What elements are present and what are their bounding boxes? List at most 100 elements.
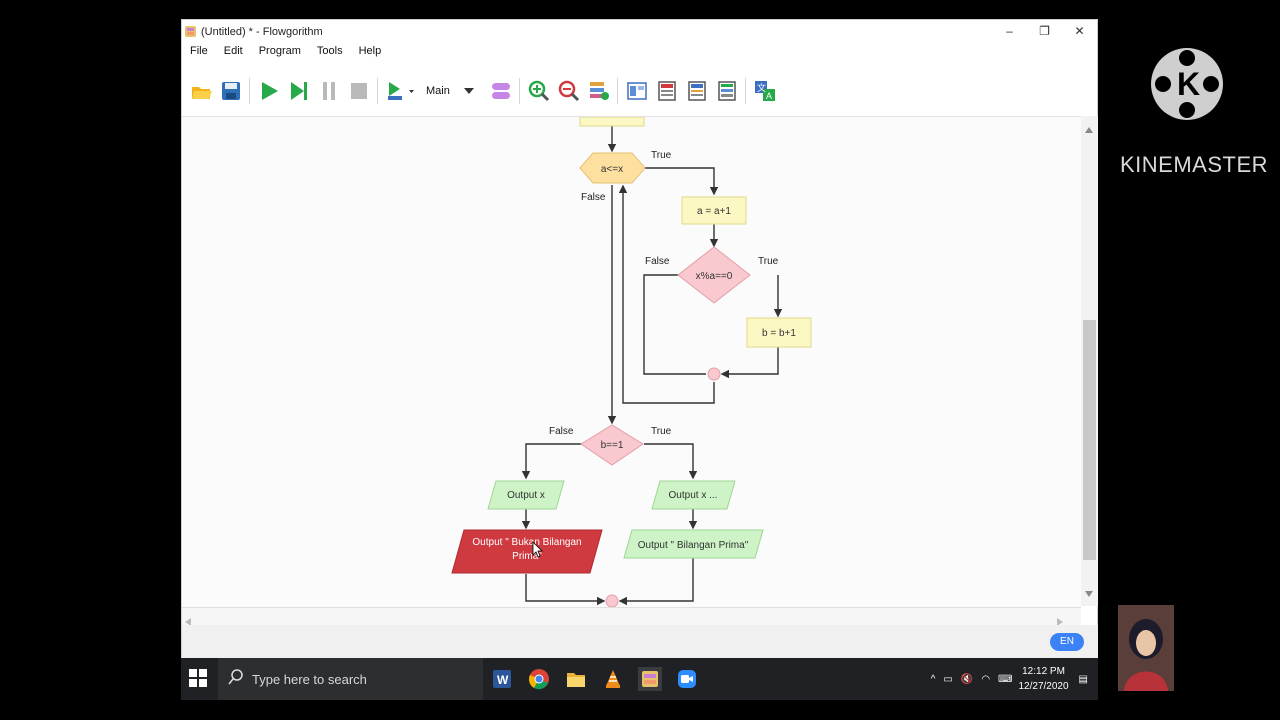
mod-condition-block[interactable] bbox=[677, 246, 751, 304]
svg-text:文: 文 bbox=[757, 82, 766, 93]
run-options-icon[interactable] bbox=[386, 80, 416, 102]
notification-icon[interactable]: ▤ bbox=[1078, 673, 1088, 685]
output-prime-label: Output " Bilangan Prima" bbox=[638, 540, 749, 551]
step-icon[interactable] bbox=[288, 80, 310, 102]
assign-b-block[interactable] bbox=[746, 317, 812, 348]
status-bar: EN bbox=[182, 625, 1098, 658]
view-4-icon[interactable] bbox=[716, 80, 738, 102]
mouse-cursor-icon bbox=[532, 541, 543, 558]
menu-help[interactable]: Help bbox=[358, 45, 382, 57]
run-icon[interactable] bbox=[258, 80, 280, 102]
stop-icon[interactable] bbox=[348, 80, 370, 102]
toolbar-separator bbox=[249, 78, 250, 104]
close-button[interactable]: ✕ bbox=[1074, 24, 1085, 38]
output-left-block[interactable] bbox=[487, 480, 565, 510]
assign-a-label: a = a+1 bbox=[697, 206, 731, 217]
toolbar-separator bbox=[518, 78, 520, 104]
mod-true-label: True bbox=[758, 256, 779, 267]
windows-start-icon[interactable] bbox=[189, 669, 207, 687]
title-bar: (Untitled) * - Flowgorithm – ❐ ✕ bbox=[182, 20, 1097, 43]
scroll-up-icon[interactable] bbox=[1085, 120, 1093, 138]
scroll-left-icon[interactable] bbox=[185, 613, 191, 631]
end-merge-node bbox=[605, 594, 619, 607]
kinemaster-brand-text: KINEMASTER bbox=[1120, 152, 1269, 177]
loop-false-label: False bbox=[581, 192, 606, 203]
flowgorithm-app-icon bbox=[184, 25, 197, 38]
menu-file[interactable]: File bbox=[190, 45, 208, 57]
layout-icon[interactable] bbox=[588, 80, 610, 102]
chevron-up-icon[interactable]: ^ bbox=[930, 673, 936, 685]
window-controls: – ❐ ✕ bbox=[992, 20, 1097, 43]
menu-tools[interactable]: Tools bbox=[316, 45, 343, 57]
restore-button[interactable]: ❐ bbox=[1039, 24, 1050, 38]
loop-condition-label: a<=x bbox=[601, 164, 623, 175]
taskbar-time: 12:12 PM bbox=[1022, 666, 1065, 677]
svg-text:W: W bbox=[497, 673, 509, 687]
volume-muted-icon[interactable]: 🔇 bbox=[960, 673, 974, 685]
output-right-block[interactable] bbox=[651, 480, 736, 510]
chrome-icon[interactable] bbox=[527, 667, 551, 691]
vlc-icon[interactable] bbox=[601, 667, 625, 691]
zoom-in-icon[interactable] bbox=[528, 80, 550, 102]
windows-taskbar: Type here to search W ^ ▭ 🔇 ◠ ⌨ 12:12 PM… bbox=[181, 658, 1098, 700]
function-select[interactable]: Main bbox=[426, 85, 474, 97]
loop-condition-block[interactable] bbox=[579, 152, 646, 184]
pause-icon[interactable] bbox=[318, 80, 340, 102]
process-block[interactable] bbox=[579, 117, 645, 127]
view-2-icon[interactable] bbox=[656, 80, 678, 102]
taskbar-date: 12/27/2020 bbox=[1018, 681, 1069, 692]
taskbar-search-box[interactable]: Type here to search bbox=[218, 658, 483, 700]
open-folder-icon[interactable] bbox=[190, 80, 212, 102]
connector-lines bbox=[521, 126, 783, 606]
output-right-label: Output x ... bbox=[669, 490, 718, 501]
battery-icon[interactable]: ▭ bbox=[943, 673, 953, 685]
function-select-value: Main bbox=[426, 85, 450, 97]
view-3-icon[interactable] bbox=[686, 80, 708, 102]
output-left-label: Output x bbox=[507, 490, 545, 501]
search-icon bbox=[228, 668, 244, 690]
zoom-icon[interactable] bbox=[675, 667, 699, 691]
output-not-prime-label: Output " Bukan Bilangan Prima" bbox=[472, 537, 582, 562]
horizontal-scrollbar[interactable] bbox=[182, 607, 1081, 626]
kinemaster-watermark: K KINEMASTER bbox=[1120, 36, 1269, 186]
toolbar-separator bbox=[377, 78, 378, 104]
zoom-out-icon[interactable] bbox=[558, 80, 580, 102]
vertical-scrollbar[interactable] bbox=[1081, 116, 1098, 606]
assign-b-label: b = b+1 bbox=[762, 328, 796, 339]
word-icon[interactable]: W bbox=[490, 667, 514, 691]
flowchart-canvas[interactable]: a<=x True False a = a+1 x%a==0 False Tru… bbox=[182, 116, 1081, 607]
window-title: (Untitled) * - Flowgorithm bbox=[201, 25, 323, 38]
merge-node bbox=[707, 367, 721, 381]
scroll-down-icon[interactable] bbox=[1085, 584, 1093, 602]
menu-program[interactable]: Program bbox=[258, 45, 301, 57]
minimize-button[interactable]: – bbox=[1006, 24, 1013, 38]
keyboard-icon[interactable]: ⌨ bbox=[998, 673, 1013, 685]
save-icon[interactable] bbox=[220, 80, 242, 102]
scroll-right-icon[interactable] bbox=[1057, 613, 1063, 631]
flowgorithm-icon[interactable] bbox=[638, 667, 662, 691]
language-badge[interactable]: EN bbox=[1050, 633, 1084, 651]
menu-edit[interactable]: Edit bbox=[223, 45, 243, 57]
toolbar-separator bbox=[744, 78, 746, 104]
toolbar-separator bbox=[616, 78, 618, 104]
assign-a-block[interactable] bbox=[681, 196, 747, 225]
menu-bar: File Edit Program Tools Help bbox=[182, 43, 389, 63]
output-prime-block[interactable] bbox=[623, 529, 764, 559]
check-condition-label: b==1 bbox=[601, 440, 624, 451]
taskbar-clock[interactable]: 12:12 PM 12/27/2020 bbox=[1018, 664, 1068, 694]
vertical-scroll-thumb[interactable] bbox=[1083, 320, 1096, 560]
check-true-label: True bbox=[651, 426, 672, 437]
kinemaster-logo-icon: K bbox=[1150, 36, 1224, 134]
svg-text:K: K bbox=[1177, 66, 1200, 102]
chevron-down-icon bbox=[463, 85, 474, 97]
check-false-label: False bbox=[549, 426, 574, 437]
wifi-icon[interactable]: ◠ bbox=[981, 673, 991, 685]
function-manager-icon[interactable] bbox=[490, 80, 512, 102]
file-explorer-icon[interactable] bbox=[564, 667, 588, 691]
check-condition-block[interactable] bbox=[580, 424, 644, 466]
output-not-prime-block[interactable] bbox=[451, 529, 603, 574]
mod-false-label: False bbox=[645, 256, 670, 267]
mod-condition-label: x%a==0 bbox=[696, 271, 733, 282]
view-1-icon[interactable] bbox=[626, 80, 648, 102]
